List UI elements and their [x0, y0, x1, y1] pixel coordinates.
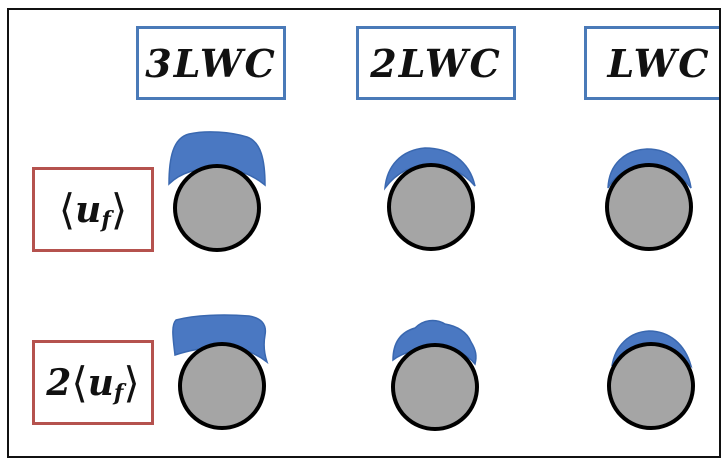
cylinder-row2-3lwc: [172, 314, 269, 430]
cylinder-row1-2lwc: [384, 147, 476, 251]
cylinder-row2-2lwc: [391, 319, 479, 431]
cylinder-row1-3lwc: [168, 131, 266, 252]
cylinder-row1-lwc: [605, 148, 693, 251]
column-label-lwc: LWC: [584, 26, 719, 100]
ice-accretion-diagram: [168, 131, 695, 431]
column-label-3lwc: 3LWC: [136, 26, 286, 100]
cylinder-row2-lwc: [607, 330, 695, 430]
column-label-2lwc: 2LWC: [356, 26, 516, 100]
